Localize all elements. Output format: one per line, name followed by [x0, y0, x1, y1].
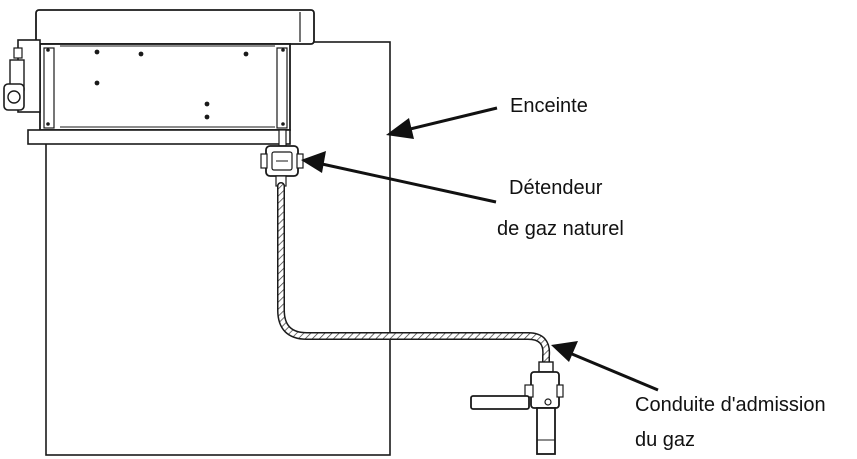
shutoff-valve-icon [470, 361, 564, 455]
valve-handle [470, 395, 530, 410]
label-regulator-line2: de gaz naturel [497, 218, 624, 240]
label-gas-line-line1: Conduite d'admission [635, 394, 826, 416]
arrow-icon [301, 151, 497, 204]
appliance-unit [3, 9, 315, 145]
label-regulator-line1: Détendeur [509, 177, 603, 199]
gas-inlet-pipe [278, 129, 287, 147]
arrow-icon [551, 341, 659, 392]
label-gas-line-line2: du gaz [635, 429, 695, 451]
arrow-icon [386, 106, 498, 139]
appliance-base-rail [27, 129, 291, 145]
label-enclosure: Enceinte [510, 95, 588, 117]
appliance-top-cover [35, 9, 315, 45]
regulator-icon [260, 145, 304, 187]
appliance-body [39, 43, 291, 131]
